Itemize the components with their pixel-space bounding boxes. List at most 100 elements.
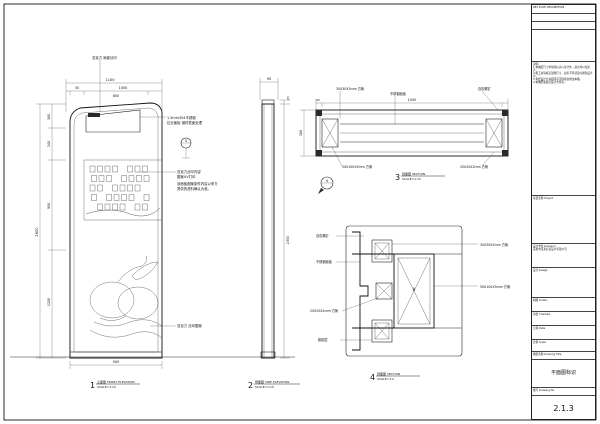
sec4-view-scale: SCALE=1:2 (377, 377, 394, 381)
front-view-number: 1 (90, 381, 95, 390)
callout-front-bottom: 亚克力 丝印图案 (177, 323, 202, 328)
map-building (106, 194, 112, 201)
tb-note-2: 2.施工前请核实现场尺寸，如有不符请及时通知设计方。 (533, 71, 593, 78)
front-elevation: 1100 1000 50 800 2600 180 240 900 1200 9… (35, 55, 218, 390)
dim-sec3-height: 180 (299, 130, 303, 136)
front-inner-outline (73, 107, 159, 353)
tb-note-1: 1.本图纸尺寸单位除标高以米计外，其余均以毫米计。 (533, 65, 590, 72)
dim-front-height-upper: 900 (47, 203, 51, 209)
map-building (134, 184, 141, 192)
map-building (127, 184, 133, 192)
callout-sec4-tube-left: 20X20X2mm 方管 (310, 308, 338, 313)
front-outline (69, 102, 163, 359)
front-dimensions-top: 1100 1000 50 800 (65, 78, 163, 112)
section-3: 1050 25 180 30X30X2mm 方管 不锈钢面板 自攻螺钉 50X1… (299, 86, 509, 194)
map-building (119, 184, 126, 192)
map-building (142, 203, 148, 211)
tb-checked: 审核 Checked (532, 311, 595, 325)
front-view-title: 1 立面图 FRONT ELEVATION SCALE=1:15 (90, 379, 140, 390)
dim-front-width-top: 1100 (105, 78, 115, 82)
tb-note-4: 4.本图纸版权归设计方所有。 (533, 80, 567, 84)
callout-front-note-2: 提供的资料确认为准。 (177, 186, 211, 191)
map-building (128, 175, 135, 182)
dim-front-height-top: 180 (47, 114, 51, 120)
dim-front-width-mid: 1000 (119, 86, 128, 90)
map-building (112, 203, 118, 211)
map-building (97, 165, 103, 173)
callout-front-plate-2: 拉丝面板 钢材表面处理 (167, 120, 203, 125)
callout-sec3-top-mid: 不锈钢面板 (390, 91, 407, 96)
sec4-bottom-tube (371, 319, 393, 343)
dim-side-width: 90 (267, 77, 271, 81)
sec4-view-number: 4 (370, 373, 375, 382)
tb-drawn: 制图 Drawn (532, 297, 595, 311)
map-building (104, 165, 111, 173)
front-base (69, 351, 163, 359)
dim-side-height: 2350 (286, 236, 290, 245)
map-building (143, 175, 150, 182)
map-building (106, 175, 112, 182)
title-block: REV DATE DESCRIPTION 说明: 1.本图纸尺寸单位除标高以米计… (531, 4, 596, 420)
map-building (97, 203, 103, 211)
front-logo-mark (88, 113, 100, 117)
map-road (85, 207, 161, 217)
sec3-view-title-text: 剖面图 SECTION (402, 171, 425, 176)
sec3-view-number: 3 (395, 173, 400, 182)
map-building (142, 165, 148, 173)
tb-note-0: 说明: (533, 62, 540, 66)
tb-date: 日期 Date (532, 325, 595, 339)
tb-drawing-number-label: 图号 Drawing No. (532, 387, 595, 395)
callout-front-map-2: 图案UV打印 (177, 174, 196, 179)
map-building (97, 184, 103, 192)
map-building (91, 194, 97, 201)
sec3-view-scale: SCALE=1:15 (402, 177, 421, 181)
map-building (104, 203, 111, 211)
sec4-frame (345, 225, 463, 357)
tb-revision-row-1 (532, 13, 595, 21)
map-building (91, 175, 97, 182)
section-4: X 自攻螺钉 不锈钢面板 20X20X2mm 方管 胶粘层 30X30X2mm … (310, 225, 510, 382)
side-base (260, 351, 276, 359)
tb-drawing-number: 2.1.3 (532, 395, 595, 421)
dim-front-width-small: 50 (75, 86, 79, 90)
side-view-number: 2 (248, 381, 253, 390)
callout-sec3-top-left: 30X30X2mm 方管 (336, 86, 364, 91)
tb-revision-row-2 (532, 21, 595, 29)
tb-scale: 比例 Scale (532, 339, 595, 351)
map-building (113, 194, 120, 201)
tb-revision-row-3 (532, 29, 595, 37)
tb-sheet-label: 图纸名称 Drawing Title (532, 351, 595, 359)
callout-front-top: 亚克力 局部丝印 (92, 55, 117, 60)
front-fruit-graphic (89, 255, 163, 339)
map-building (121, 175, 127, 182)
sec4-top-tube (371, 239, 393, 263)
callout-sec4-tube-main: 50X100X3mm 方管 (480, 284, 510, 289)
tb-note-3: 3.未经设计方书面同意不得擅自修改本图。 (533, 77, 583, 81)
dim-sec3-edge: 25 (316, 98, 320, 102)
front-view-title-text: 立面图 FRONT ELEVATION (97, 379, 135, 384)
sec3-outline (315, 109, 509, 157)
sec4-mid-tube (375, 282, 393, 300)
tb-company-name: 深圳市某某标识设计有限公司 (533, 247, 567, 251)
tb-drawing-title: 平面图标识 (532, 359, 595, 387)
tb-client: 项目名称 Project (532, 195, 595, 243)
dim-sec3-width: 1050 (408, 98, 417, 102)
map-building (143, 194, 150, 201)
callout-sec4-panel: 不锈钢面板 (316, 259, 333, 264)
map-building (128, 194, 135, 201)
callout-sec3-top-right: 自攻螺钉 (478, 86, 492, 91)
dim-front-height-total: 2600 (35, 227, 39, 237)
dim-front-width-inner: 800 (113, 94, 119, 98)
sheet-border (3, 3, 597, 421)
dim-side-top: 25 (286, 96, 290, 100)
sec4-main-tube (393, 253, 435, 329)
map-building (136, 175, 142, 182)
sec3-right-tube (485, 118, 503, 148)
callout-front-note-1: 该面板图案制作内容以甲方 (177, 181, 218, 186)
side-view-scale: SCALE=1:15 (255, 385, 274, 389)
tb-notes: 说明: 1.本图纸尺寸单位除标高以米计外，其余均以毫米计。 2.施工前请核实现场… (532, 61, 595, 101)
map-building (112, 165, 118, 173)
callout-sec4-screw: 自攻螺钉 (316, 233, 330, 238)
map-building (112, 184, 118, 192)
